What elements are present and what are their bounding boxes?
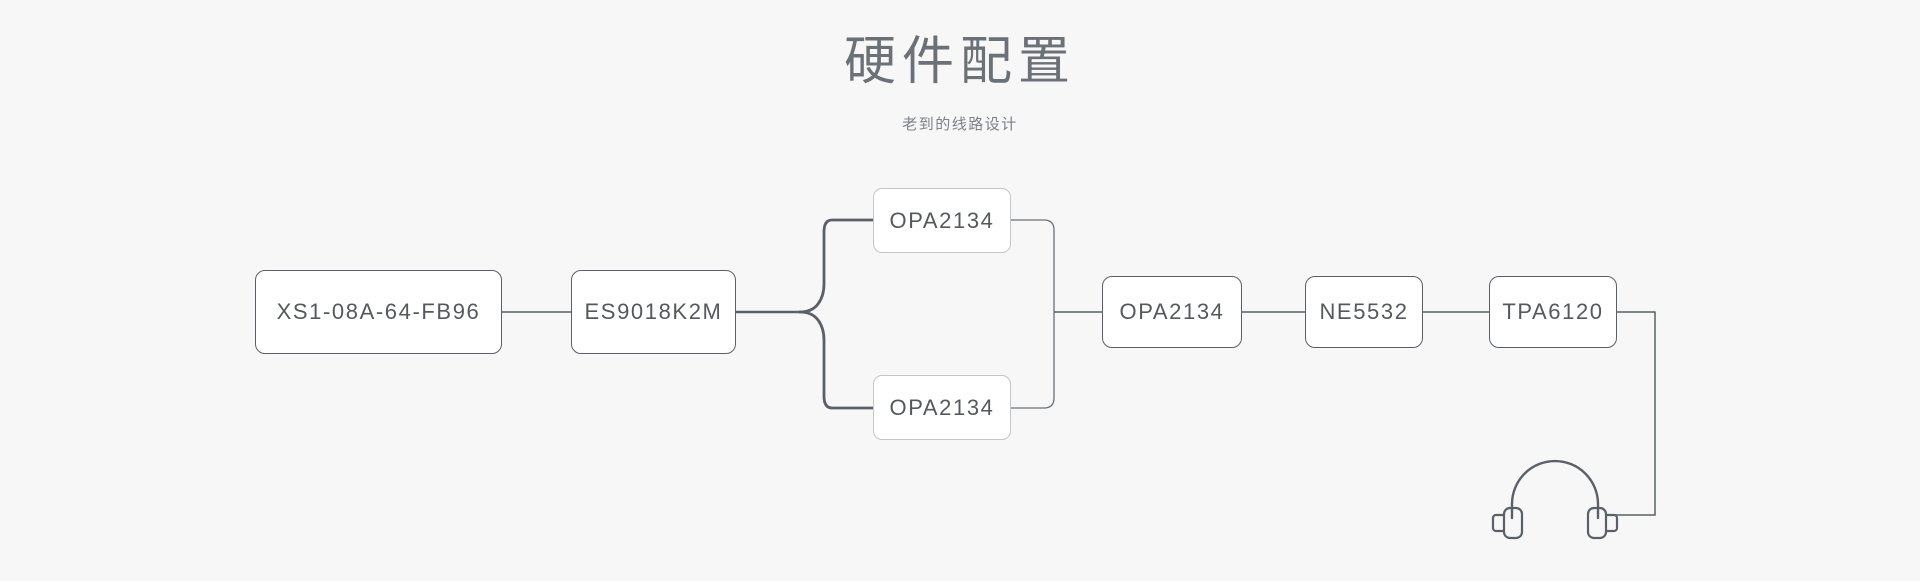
node-lpf-left[interactable]: OPA2134	[873, 188, 1011, 253]
page-subtitle: 老到的线路设计	[902, 116, 1018, 134]
node-label: OPA2134	[889, 207, 995, 233]
node-label: OPA2134	[1119, 299, 1225, 324]
node-lpf-right[interactable]: OPA2134	[873, 375, 1011, 440]
wire-lpf-left-to-merge	[1011, 219, 1055, 312]
wire-headamp-to-headphones	[1612, 311, 1656, 516]
node-label: NE5532	[1319, 299, 1409, 324]
node-label: OPA2134	[889, 394, 995, 420]
node-headamp[interactable]: TPA6120	[1489, 276, 1617, 348]
node-dac[interactable]: ES9018K2M	[571, 270, 736, 354]
node-buffer[interactable]: NE5532	[1305, 276, 1423, 348]
wire-split-to-lpf-right	[798, 310, 875, 410]
page-header: 硬件配置 老到的线路设计	[0, 0, 1920, 134]
page-title: 硬件配置	[843, 33, 1076, 91]
node-usb-receiver[interactable]: XS1-08A-64-FB96	[255, 270, 502, 354]
wire-lpf-right-to-merge	[1011, 312, 1055, 409]
node-label: XS1-08A-64-FB96	[276, 299, 481, 324]
node-label: ES9018K2M	[584, 299, 723, 324]
node-preamp[interactable]: OPA2134	[1102, 276, 1242, 348]
wire-split-to-lpf-left	[798, 218, 875, 314]
node-label: TPA6120	[1502, 299, 1604, 324]
headphones-icon	[1491, 459, 1619, 540]
